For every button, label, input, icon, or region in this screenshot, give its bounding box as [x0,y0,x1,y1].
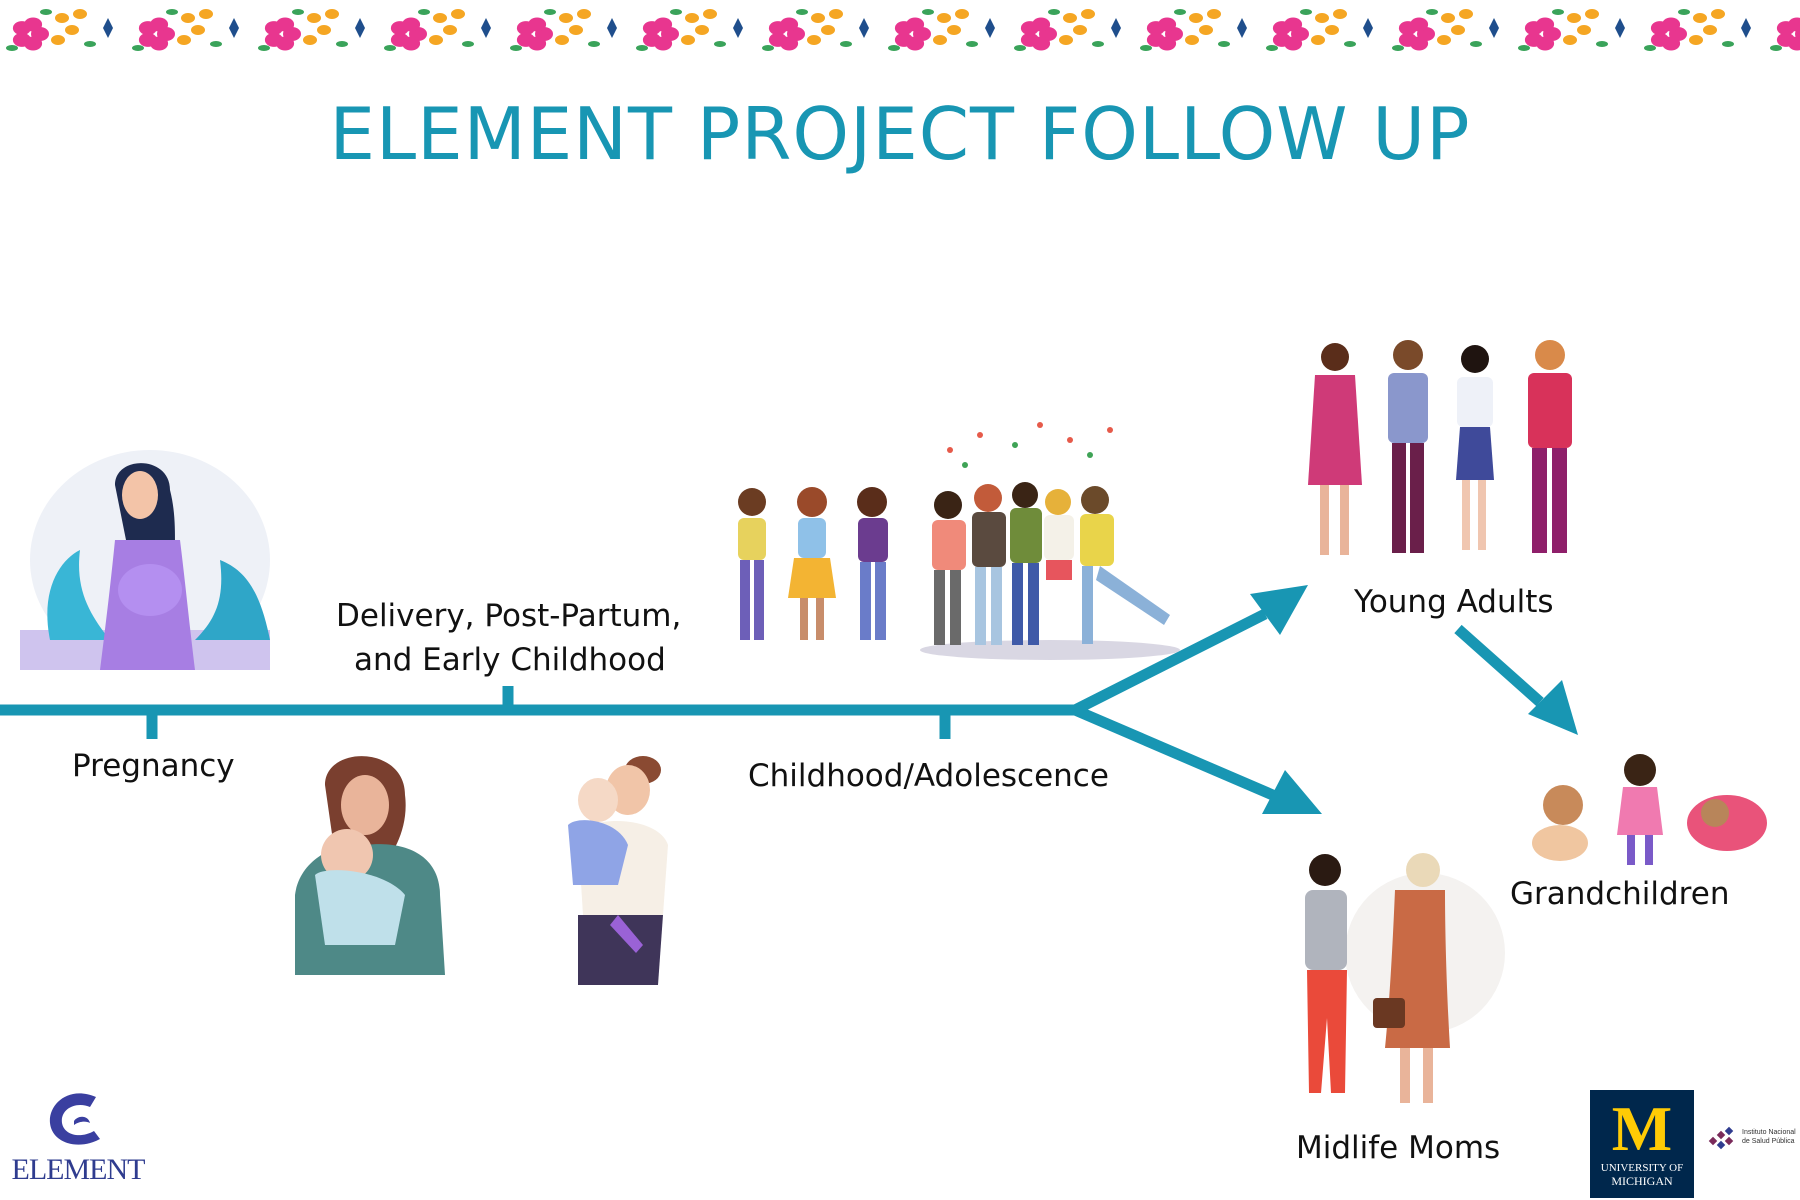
insp-line2: de Salud Pública [1742,1138,1795,1145]
stage-delivery-label-line2: and Early Childhood [354,642,666,678]
stage-childhood-label: Childhood/Adolescence [748,758,1109,794]
insp-logo-text: Instituto Nacional de Salud Pública [1742,1128,1796,1146]
arrowhead-young-adults [1250,585,1308,635]
insp-line1: Instituto Nacional [1742,1129,1796,1136]
banner-flower-motif [258,9,365,51]
arrowhead-midlife-moms [1262,770,1322,814]
schoolchildren-illustration [738,487,888,640]
banner-flower-motif [510,9,617,51]
banner-flower-motif [132,9,239,51]
banner-flower-motif [1644,9,1751,51]
element-logo-text: ELEMENT [11,1153,146,1186]
banner-flower-motif [1518,9,1625,51]
stage-grandchildren-label: Grandchildren [1510,876,1730,912]
banner-flower-motif [1392,9,1499,51]
banner-flower-motif [888,9,995,51]
stage-young-adults-label: Young Adults [1354,584,1554,620]
woman-hugging-toddler-illustration [568,756,668,985]
banner-flower-motif [1266,9,1373,51]
stage-delivery-label-line1: Delivery, Post-Partum, [336,598,682,634]
grandchildren-illustration [1532,754,1767,865]
banner-flower-motif [762,9,869,51]
banner-flower-motif [1014,9,1121,51]
university-of-michigan-logo: M UNIVERSITY OF MICHIGAN [1590,1090,1694,1198]
branch-up-line [1072,609,1268,715]
umich-line2: MICHIGAN [1611,1174,1673,1188]
page-title: ELEMENT PROJECT FOLLOW UP [329,92,1471,176]
element-logo-icon [49,1093,100,1145]
mother-holding-baby-illustration [295,756,445,975]
celebrating-teens-illustration [920,422,1180,660]
young-adults-illustration [1308,340,1572,555]
arrowhead-grandchildren [1528,680,1578,735]
banner-flower-motif [6,9,113,51]
banner-flower-motif [1140,9,1247,51]
pregnant-woman-illustration [20,450,270,670]
floral-banner [6,9,1800,51]
midlife-women-illustration [1305,853,1505,1103]
banner-flower-motif [384,9,491,51]
umich-logo-text: UNIVERSITY OF MICHIGAN [1590,1162,1694,1188]
stage-pregnancy-label: Pregnancy [72,748,235,784]
branch-down-line [1072,704,1278,802]
banner-flower-motif [1770,17,1800,51]
insp-logo-icon [1708,1126,1734,1150]
banner-flower-motif [636,9,743,51]
young-to-grand-line [1454,624,1544,707]
stage-midlife-moms-label: Midlife Moms [1296,1130,1501,1166]
insp-logo: Instituto Nacional de Salud Pública [1706,1124,1800,1164]
element-logo: ELEMENT [8,1085,145,1190]
umich-line1: UNIVERSITY OF [1600,1162,1684,1174]
block-m-icon: M [1611,1093,1673,1164]
